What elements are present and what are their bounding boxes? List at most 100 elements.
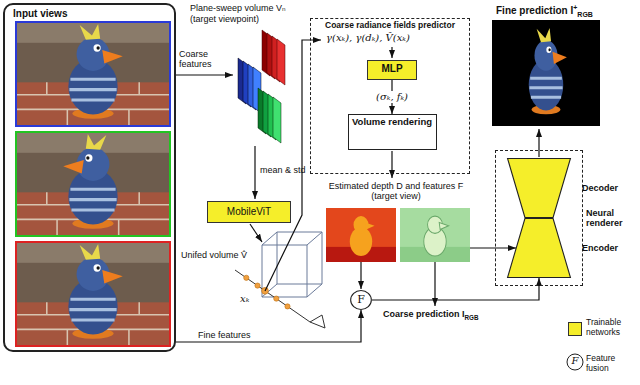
fusion-circle: F [350,290,372,310]
fine-prediction-image [492,20,600,126]
text-label: Coarse features [179,49,212,69]
edge-label-text: (σₖ, fₖ) [376,91,408,102]
text-label: Estimated depth D and features F (target… [329,181,464,201]
label-box: Unifed volume V̂ [181,250,247,260]
text-label: Unifed volume V̂ [181,250,247,260]
label-box: Coarse prediction IRGB [383,309,479,321]
text-label: xₖ [240,293,249,304]
camera-ray-part [274,296,279,301]
camera-ray-part [235,270,310,322]
edge-label-text: Fine features [198,330,251,340]
label-box: mean & std [260,165,306,175]
legend-swatch [568,322,582,336]
text-label: + [573,4,577,11]
text-label: RGB [577,11,593,18]
node-label: Input views [13,8,67,20]
text-label: F [572,355,579,366]
edge-label: (σₖ, fₖ) [374,91,410,103]
input-photos-part [16,242,170,346]
unified-volume-cube-part [262,245,307,297]
camera-ray-part [285,304,290,309]
legend-fusion-symbol-part [567,354,583,370]
plane-sweep-volume-part [277,39,285,85]
unified-volume-cube-part [262,232,322,297]
unified-volume-cube-part [277,232,322,284]
label-box: Coarse features [179,49,231,70]
fine-prediction-image-part [492,20,600,126]
flow-arrows-part [538,129,539,157]
input-photos-part [16,242,170,346]
estimated-maps-part [326,216,396,262]
input-photos-part [16,22,170,126]
node-outline-shape [351,291,372,310]
label-box: Estimated depth D and features F (target… [316,181,476,202]
camera-ray [235,270,325,328]
legend-entry: Feature fusion [586,354,638,374]
node-label: Decoder [575,183,625,193]
estimated-maps-part-part [424,216,449,256]
node-label: Encoder [575,243,625,253]
legend-fusion-symbol [567,354,583,370]
legend-entry: Trainable networks [586,318,638,338]
process-box: Volume rendering [348,114,437,150]
input-photos [16,22,170,346]
node-label: MobileViT [227,206,271,218]
text-label: Coarse prediction I [383,309,465,319]
label-box: xₖ [240,293,249,305]
text-label: γ(xₖ), γ(dₖ), V̂(xₖ) [326,32,410,43]
flow-arrows-part [391,47,392,58]
node-label: Neural renderer [586,208,636,229]
text-label: Fine prediction I [496,5,573,16]
encoder-block: Encoder [507,218,571,278]
network-box: MobileViT [207,201,291,223]
flow-arrows-part [360,262,361,289]
decoder-block: Decoder [507,158,571,218]
text-label: RGB [465,314,479,321]
flow-arrows-part [470,247,516,248]
estimated-maps-part [400,208,470,262]
label-box: Plane-sweep volume Vₙ [190,3,286,13]
estimated-maps [326,208,470,262]
legend-text: Feature fusion [586,353,615,373]
text-label: (target viewpoint) [190,14,259,24]
label-box: γ(xₖ), γ(dₖ), V̂(xₖ) [326,32,410,44]
text-label: mean & std [260,165,306,175]
camera-ray-part [244,275,249,280]
flow-arrows [176,40,539,306]
label-box: Fine prediction I+RGB [496,4,593,19]
flow-arrows-part [176,74,233,75]
plane-sweep-volume-part [273,97,281,143]
connector [176,310,361,342]
node-outline-shape [508,219,571,278]
flow-arrows-part [254,146,255,199]
edge-label: Fine features [198,330,251,340]
estimated-maps-part [326,208,396,262]
input-photos-part [16,22,170,126]
input-views-panel: Input views [3,3,176,352]
node-label: Coarse radiance fields predictor [325,21,455,31]
camera-ray-part [310,315,325,328]
camera-ray-part [255,283,260,288]
module-group: Neural rendererDecoderEncoder [495,150,583,286]
label-box: (target viewpoint) [190,14,259,24]
unified-volume-cube [262,232,322,297]
node-label: Volume rendering [352,117,432,128]
node-outline [507,158,571,218]
estimated-maps-part-part [350,216,375,256]
label-box: F [567,355,583,367]
node-outline [507,218,571,278]
connector [372,278,539,300]
fine-prediction-image-part [529,28,567,114]
node-label: MLP [381,63,402,75]
network-box: MLP [367,60,417,80]
node-label: F [357,294,365,307]
flow-arrows-part [250,224,262,242]
estimated-maps-part [400,216,470,262]
input-photos-part [16,132,170,236]
text-label: Plane-sweep volume Vₙ [190,3,286,13]
legend-text: Trainable networks [586,317,621,337]
input-photos-part [16,132,170,236]
node-outline-shape [508,159,571,218]
plane-sweep-volume [238,30,285,143]
